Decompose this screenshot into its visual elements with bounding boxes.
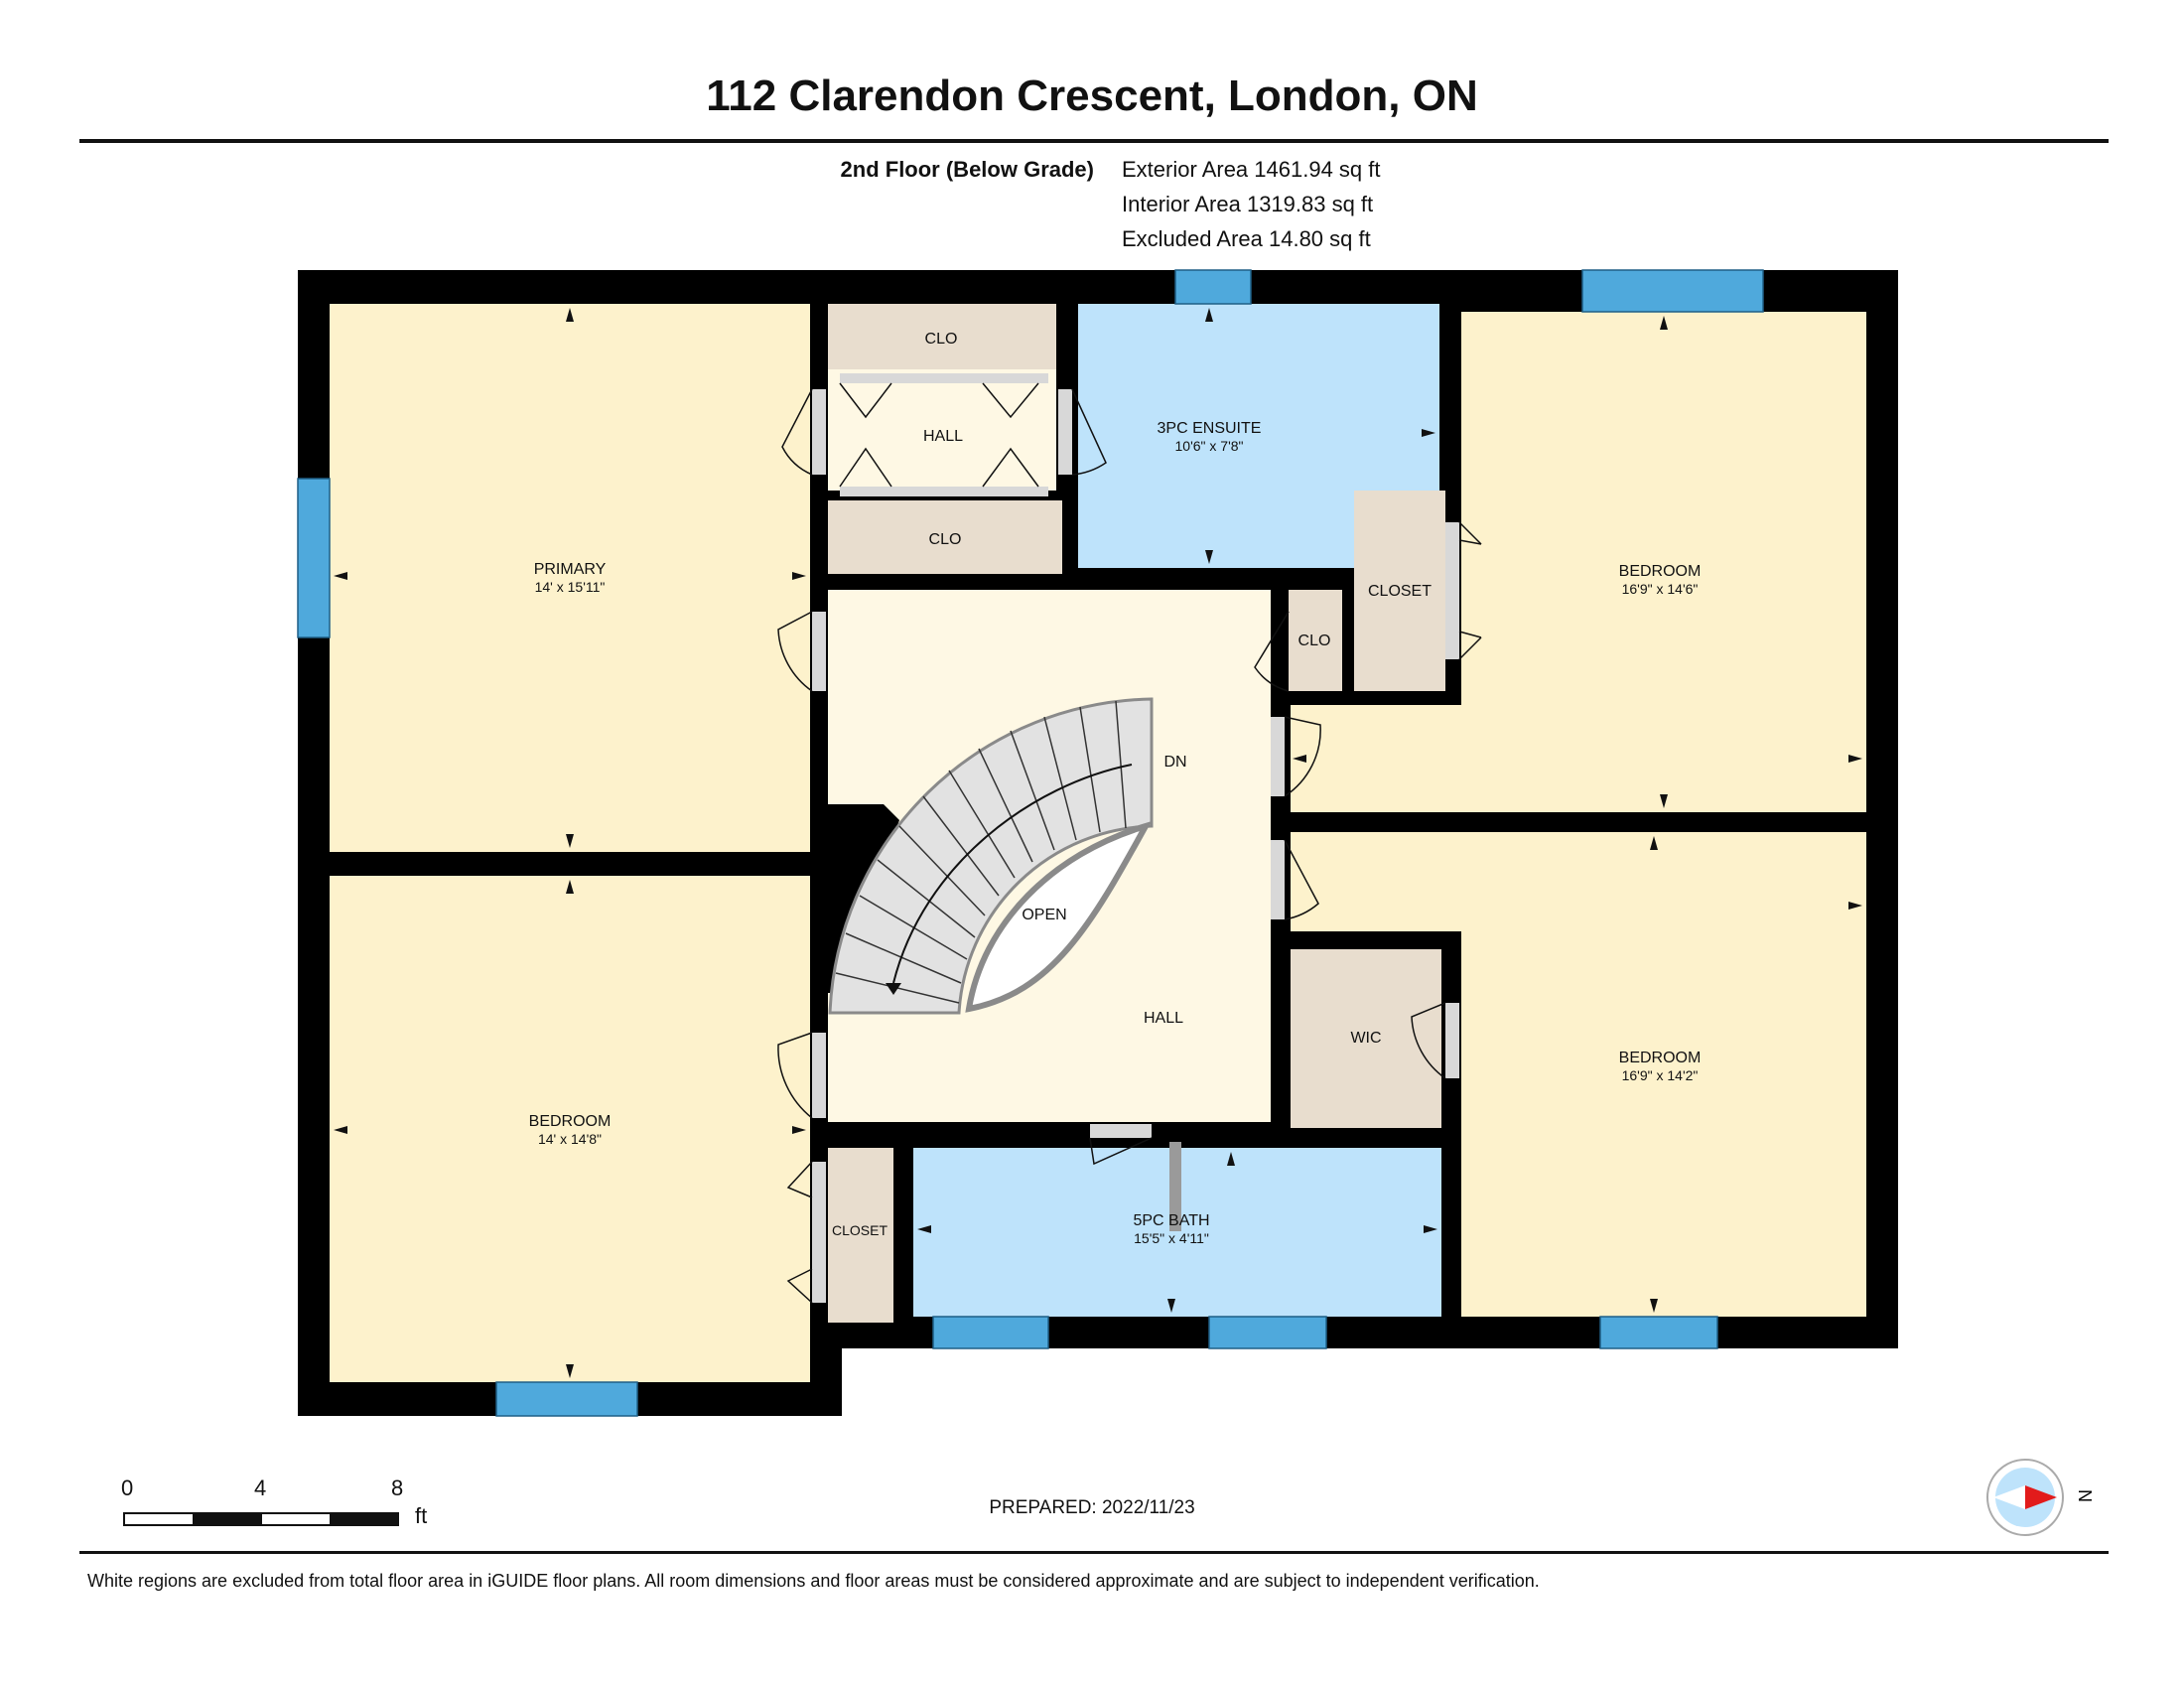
clo-small-room bbox=[1289, 590, 1342, 691]
closet-ne-label: CLOSET bbox=[1368, 583, 1432, 600]
stair-arrow-head bbox=[886, 983, 901, 995]
wic-label: WIC bbox=[1350, 1030, 1381, 1047]
door-swings bbox=[777, 382, 1482, 1304]
primary-dims: 14' x 15'11" bbox=[535, 579, 606, 595]
scale-unit: ft bbox=[415, 1503, 428, 1528]
scale-tick-0: 0 bbox=[121, 1476, 134, 1500]
open-void bbox=[965, 821, 1153, 1013]
clo-mid-label: CLO bbox=[929, 531, 962, 548]
compass-north-label: N bbox=[2075, 1489, 2095, 1502]
stair-direction-arrow bbox=[892, 764, 1133, 984]
floor-name: 2nd Floor (Below Grade) bbox=[840, 157, 1094, 182]
bath-dims: 15'5" x 4'11" bbox=[1134, 1230, 1209, 1246]
bedroom-sw-label: BEDROOM bbox=[529, 1113, 612, 1130]
bedroom-ne-label: BEDROOM bbox=[1619, 563, 1702, 580]
clo-mid-room bbox=[828, 500, 1062, 574]
primary-label: PRIMARY bbox=[534, 561, 607, 578]
primary-room bbox=[330, 304, 810, 852]
stairs-dn-label: DN bbox=[1163, 754, 1186, 771]
bedroom-ne-room bbox=[1461, 312, 1866, 812]
stair-treads bbox=[835, 700, 1127, 1004]
door-leaves bbox=[812, 373, 1459, 1303]
interior-area: Interior Area 1319.83 sq ft bbox=[1122, 192, 1374, 216]
scale-tick-8: 8 bbox=[391, 1476, 404, 1500]
closet-ne-room bbox=[1354, 491, 1445, 691]
disclaimer-text: White regions are excluded from total fl… bbox=[87, 1571, 1540, 1591]
title-divider bbox=[79, 139, 2109, 143]
prepared-date: PREPARED: 2022/11/23 bbox=[989, 1497, 1195, 1518]
bedroom-ne-ext bbox=[1291, 705, 1469, 812]
bath-label: 5PC BATH bbox=[1133, 1212, 1209, 1229]
bedroom-se-dims: 16'9" x 14'2" bbox=[1622, 1067, 1699, 1083]
windows bbox=[297, 269, 1764, 1417]
bedroom-se-ext bbox=[1291, 832, 1469, 931]
bedroom-se-label: BEDROOM bbox=[1619, 1050, 1702, 1066]
clo-top-label: CLO bbox=[925, 331, 958, 348]
exterior-area: Exterior Area 1461.94 sq ft bbox=[1122, 157, 1381, 182]
ensuite-dims: 10'6" x 7'8" bbox=[1175, 438, 1244, 454]
bedroom-sw-dims: 14' x 14'8" bbox=[538, 1131, 602, 1147]
hall-small-label: HALL bbox=[923, 428, 963, 445]
dimension-arrows bbox=[334, 308, 1862, 1378]
closet-sw-room bbox=[828, 1148, 893, 1323]
page-title: 112 Clarendon Crescent, London, ON bbox=[706, 71, 1478, 120]
bedroom-ne-dims: 16'9" x 14'6" bbox=[1622, 581, 1699, 597]
footer-divider bbox=[79, 1551, 2109, 1554]
scale-bar bbox=[123, 1512, 399, 1526]
bedroom-se-room bbox=[1461, 832, 1866, 1317]
compass-icon bbox=[1986, 1459, 2064, 1536]
ensuite-label: 3PC ENSUITE bbox=[1158, 420, 1262, 437]
closet-sw-label: CLOSET bbox=[832, 1222, 887, 1238]
hall-small-room bbox=[828, 369, 1056, 491]
hall-main-label: HALL bbox=[1144, 1010, 1183, 1027]
bedroom-sw-room bbox=[330, 876, 810, 1382]
excluded-area: Excluded Area 14.80 sq ft bbox=[1122, 226, 1371, 251]
clo-top-room bbox=[828, 304, 1056, 369]
clo-small-label: CLO bbox=[1298, 633, 1331, 649]
scale-tick-4: 4 bbox=[254, 1476, 267, 1500]
open-label: OPEN bbox=[1022, 907, 1066, 923]
